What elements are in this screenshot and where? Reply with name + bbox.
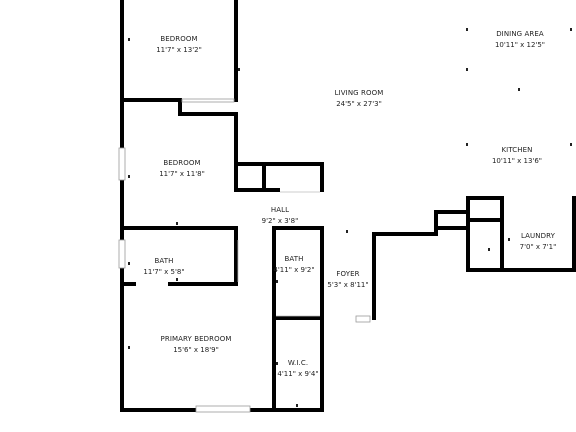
corner-mark <box>346 230 348 233</box>
room-laundry: LAUNDRY 7'0" x 7'1" <box>520 231 557 253</box>
corner-mark <box>466 68 468 71</box>
room-name: LAUNDRY <box>520 232 555 240</box>
room-bath-mid: BATH 4'11" x 9'2" <box>273 254 314 276</box>
wall-laundry-left <box>500 196 504 272</box>
room-hall: HALL 9'2" x 3'8" <box>262 205 299 227</box>
corner-mark <box>296 404 298 407</box>
room-bedroom-top: BEDROOM 11'7" x 13'2" <box>156 34 202 56</box>
wall-bedroom-top-bottom-a <box>120 98 178 102</box>
wall-laundry-top-b <box>466 196 504 200</box>
room-dimensions: 24'5" x 27'3" <box>336 100 382 108</box>
wall-bedroom-top-right <box>234 0 238 102</box>
room-bedroom-mid: BEDROOM 11'7" x 11'8" <box>159 158 205 180</box>
wall-bedroom-top-bottom-b <box>178 98 182 116</box>
room-name: HALL <box>270 206 290 214</box>
wall-bath-mid-top <box>272 226 324 230</box>
room-name: LIVING ROOM <box>334 89 384 97</box>
room-primary-bedroom: PRIMARY BEDROOM 15'6" x 18'9" <box>161 334 232 356</box>
wall-laundry-bottom <box>466 268 576 272</box>
corner-mark <box>570 28 572 31</box>
wall-laundry-top-a <box>466 196 470 272</box>
wall-bath-left-bottom-b <box>168 282 238 286</box>
corner-mark <box>466 143 468 146</box>
room-dining-area: DINING AREA 10'11" x 12'5" <box>495 29 545 51</box>
room-kitchen: KITCHEN 10'11" x 13'6" <box>492 145 542 167</box>
corner-mark <box>466 28 468 31</box>
corner-mark <box>128 346 130 349</box>
room-dimensions: 15'6" x 18'9" <box>173 346 219 354</box>
room-dimensions: 10'11" x 13'6" <box>491 157 543 165</box>
room-name: PRIMARY BEDROOM <box>160 335 232 343</box>
wall-closet-bottom-a <box>234 188 262 192</box>
room-name: BEDROOM <box>160 35 198 43</box>
door-entry <box>355 315 371 323</box>
room-name: BEDROOM <box>163 159 201 167</box>
room-name: KITCHEN <box>501 146 533 154</box>
room-wic: W.I.C. 4'11" x 9'4" <box>277 358 318 380</box>
room-living-room: LIVING ROOM 24'5" x 27'3" <box>335 88 384 110</box>
wall-closet-right <box>320 162 324 192</box>
wall-closet-bottom-b <box>266 188 280 192</box>
corner-mark <box>276 362 278 365</box>
door-bedroom-top <box>181 98 235 103</box>
room-name: FOYER <box>336 270 360 278</box>
room-dimensions: 4'11" x 9'4" <box>277 370 319 378</box>
corner-mark <box>276 280 278 283</box>
corner-mark <box>128 175 130 178</box>
room-name: BATH <box>154 257 174 265</box>
corner-mark <box>238 68 240 71</box>
room-name: DINING AREA <box>496 30 544 38</box>
wall-hall-bath-left <box>234 226 238 286</box>
room-dimensions: 9'2" x 3'8" <box>261 217 299 225</box>
room-name: W.I.C. <box>287 359 309 367</box>
wall-foyer-notch-a <box>434 210 438 236</box>
wall-bedroom-top-left <box>120 0 124 102</box>
wall-bedroom-mid-door-jamb <box>202 226 228 230</box>
room-foyer: FOYER 5'3" x 8'11" <box>327 269 368 291</box>
room-name: BATH <box>284 255 304 263</box>
room-dimensions: 11'7" x 5'8" <box>143 268 185 276</box>
wall-closet-divider <box>262 162 266 192</box>
corner-mark <box>518 88 520 91</box>
corner-mark <box>508 238 510 241</box>
room-dimensions: 4'11" x 9'2" <box>273 266 315 274</box>
room-bath-left: BATH 11'7" x 5'8" <box>143 256 184 278</box>
corner-mark <box>488 248 490 251</box>
room-dimensions: 11'7" x 13'2" <box>156 46 202 54</box>
wall-foyer-notch-b <box>434 210 468 214</box>
wall-foyer-top <box>372 232 438 236</box>
room-dimensions: 10'11" x 12'5" <box>494 41 546 49</box>
corner-mark <box>128 262 130 265</box>
corner-mark <box>570 143 572 146</box>
wall-right-edge <box>572 196 576 272</box>
wall-bedroom-top-bottom-c <box>178 112 238 116</box>
corner-mark <box>176 222 178 225</box>
wall-foyer-notch-c <box>438 226 470 230</box>
corner-mark <box>128 38 130 41</box>
wall-bedroom-mid-right <box>234 112 238 192</box>
wall-primary-left <box>120 282 124 412</box>
wall-laundry-small-top <box>470 218 500 222</box>
room-dimensions: 7'0" x 7'1" <box>519 243 557 251</box>
window-primary-bottom <box>195 405 251 413</box>
room-dimensions: 11'7" x 11'8" <box>159 170 205 178</box>
wall-foyer-left <box>372 232 376 320</box>
wall-wic-right <box>320 316 324 412</box>
wall-bedroom-mid-bottom <box>120 226 238 230</box>
wall-bath-left-bottom-a <box>120 282 136 286</box>
window-bath-left <box>118 239 126 269</box>
room-dimensions: 5'3" x 8'11" <box>327 281 369 289</box>
wall-closet-top <box>234 162 324 166</box>
corner-mark <box>176 278 178 281</box>
window-bedroom-mid <box>118 147 126 181</box>
wall-bath-mid-right <box>320 226 324 320</box>
wall-bath-mid-bottom <box>272 316 324 320</box>
